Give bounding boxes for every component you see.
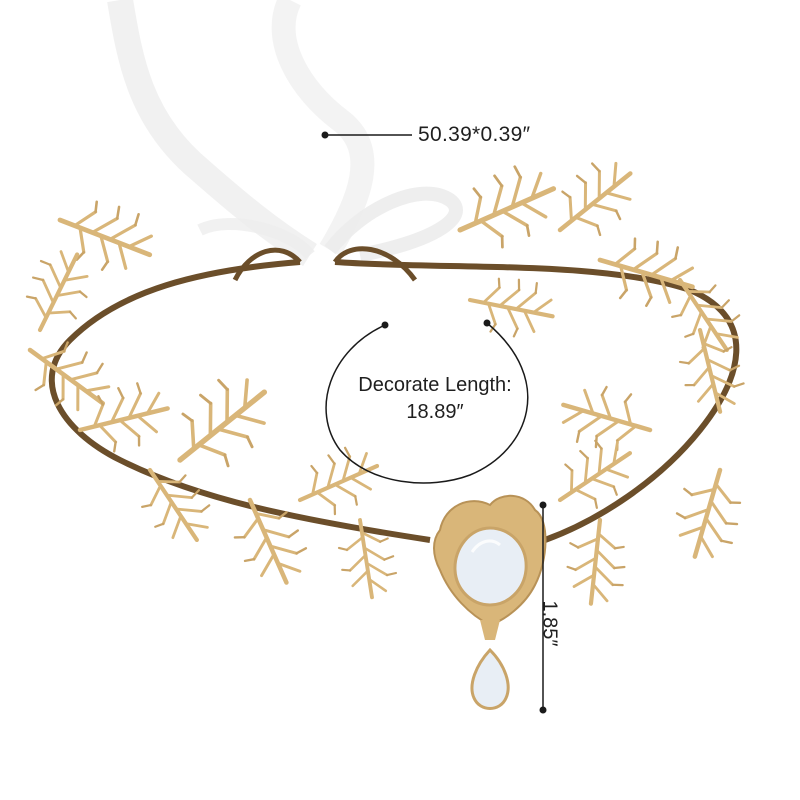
decorate-length-label: Decorate Length: 18.89″	[330, 372, 540, 426]
dimension-lines	[321, 131, 547, 714]
pendant	[433, 494, 547, 710]
ribbon	[107, 0, 463, 267]
decorate-length-value: 18.89″	[406, 401, 464, 423]
decorate-length-title: Decorate Length:	[358, 374, 512, 396]
wire-frame	[48, 246, 740, 543]
pendant-height-label: 1.85″	[538, 600, 561, 647]
ribbon-length-label: 50.39*0.39″	[418, 123, 531, 146]
